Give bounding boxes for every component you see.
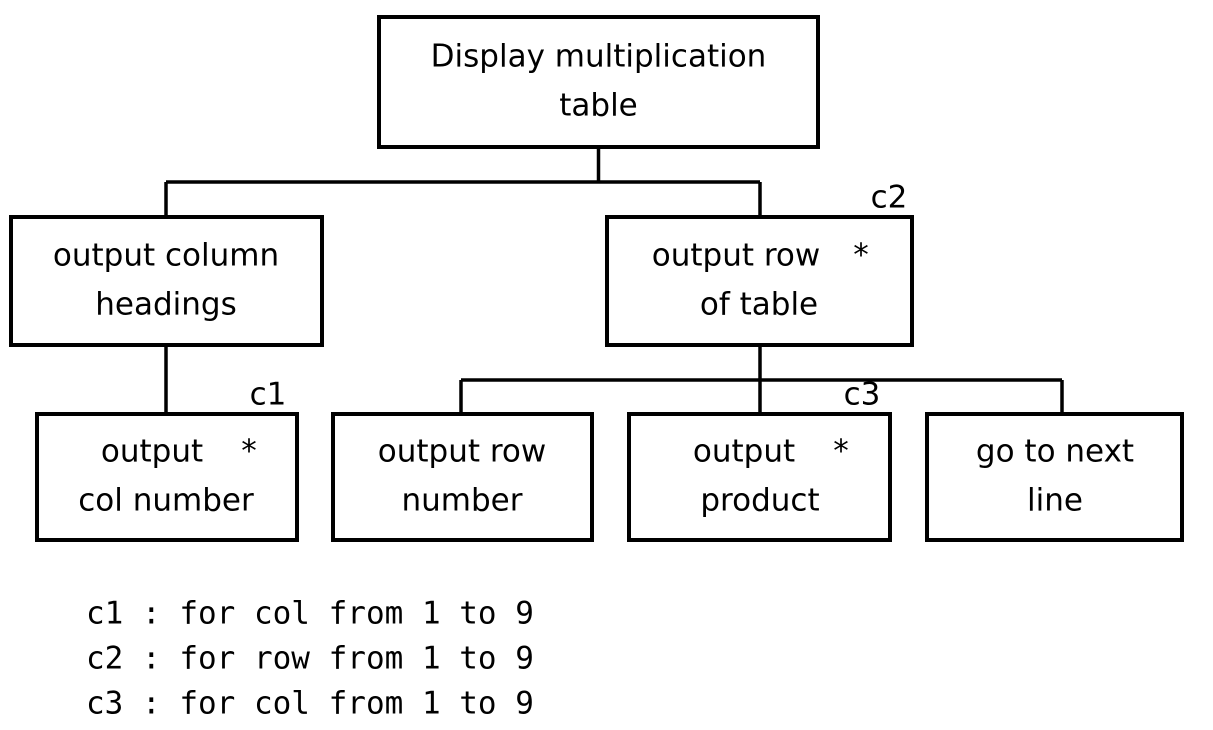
box-output-product-rect[interactable] [627,412,892,542]
box-go-to-next-line[interactable]: go to next line [925,412,1184,542]
condition-legend: c1 : for col from 1 to 9 c2 : for row fr… [86,596,534,722]
condition-label-c1: c1 [250,377,287,413]
repeat-marker-output-product: * [833,434,849,470]
repeat-marker-output-col-number: * [241,434,257,470]
box-output-row-number-line-1: output row [378,434,547,470]
box-go-to-next-line-line-2: line [1027,483,1083,519]
box-output-column-headings-rect[interactable] [9,215,324,347]
box-output-col-number[interactable]: c1 output * col number [35,377,299,542]
box-output-column-headings-line-2: headings [95,287,236,323]
box-root-line-1: Display multiplication [431,39,767,75]
box-output-product-line-2: product [700,483,819,519]
box-output-row-number[interactable]: output row number [331,412,594,542]
connector-group [164,147,1064,414]
box-output-row-of-table-line-1: output row [652,238,821,274]
legend-item-c2: c2 : for row from 1 to 9 [86,641,534,677]
condition-label-c3: c3 [844,377,881,413]
box-output-col-number-line-1: output [101,434,203,470]
legend-item-c3: c3 : for col from 1 to 9 [86,686,534,722]
box-output-product[interactable]: c3 output * product [627,377,892,542]
box-output-col-number-line-2: col number [78,483,254,519]
box-root[interactable]: Display multiplication table [377,15,820,149]
box-go-to-next-line-line-1: go to next [976,434,1134,470]
box-output-row-of-table-line-2: of table [700,287,818,323]
box-output-row-number-rect[interactable] [331,412,594,542]
legend-item-c1: c1 : for col from 1 to 9 [86,596,534,632]
box-root-line-2: table [559,88,638,124]
box-output-row-of-table-rect[interactable] [605,215,914,347]
box-output-column-headings-line-1: output column [53,238,279,274]
box-output-product-line-1: output [693,434,795,470]
box-output-col-number-rect[interactable] [35,412,299,542]
box-output-row-of-table[interactable]: c2 output row * of table [605,180,914,347]
repeat-marker-output-row-of-table: * [853,238,869,274]
condition-label-c2: c2 [871,180,908,216]
box-root-rect[interactable] [377,15,820,149]
box-go-to-next-line-rect[interactable] [925,412,1184,542]
box-output-column-headings[interactable]: output column headings [9,215,324,347]
box-output-row-number-line-2: number [402,483,523,519]
